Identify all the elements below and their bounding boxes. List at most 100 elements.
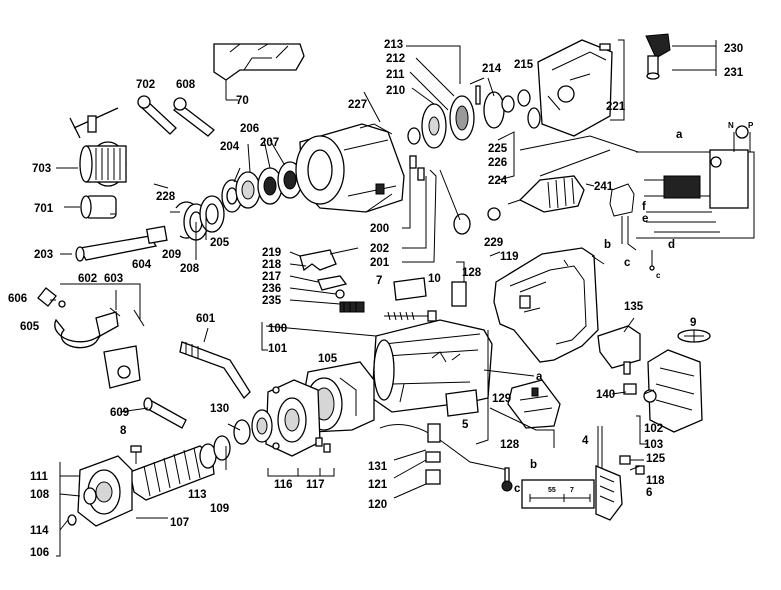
label-224: 224	[488, 175, 508, 187]
label-227: 227	[348, 99, 367, 111]
label-235: 235	[262, 295, 282, 307]
letter-P: P	[748, 121, 754, 130]
letter-a-mid: a	[536, 371, 543, 383]
symbol-9	[677, 329, 711, 343]
gears-210-211-212	[407, 77, 531, 149]
label-102: 102	[644, 423, 663, 435]
parts-219-235	[299, 247, 365, 313]
label-702: 702	[136, 79, 155, 91]
letter-labels: a a b b c c c d e f N P	[514, 121, 754, 495]
label-10: 10	[428, 273, 441, 285]
label-206: 206	[240, 123, 259, 135]
label-609: 609	[110, 407, 129, 419]
label-236: 236	[262, 283, 281, 295]
label-135: 135	[624, 301, 644, 313]
bearings-130	[233, 409, 273, 445]
letter-c-small: c	[656, 271, 661, 280]
label-9: 9	[690, 317, 696, 329]
label-229: 229	[484, 237, 503, 249]
label-119: 119	[500, 251, 519, 263]
plate-5	[445, 389, 479, 417]
label-5: 5	[462, 419, 469, 431]
letter-f: f	[642, 201, 646, 213]
label-plate-10	[393, 277, 427, 301]
label-101: 101	[268, 343, 288, 355]
letter-e: e	[642, 213, 648, 225]
label-215: 215	[514, 59, 534, 71]
rear-housing-102	[643, 349, 703, 433]
letter-N: N	[728, 121, 734, 130]
motor-housing-100	[371, 319, 493, 413]
label-128-bottom: 128	[500, 439, 520, 451]
side-handle-602	[37, 287, 145, 389]
label-120: 120	[368, 499, 387, 511]
label-105: 105	[318, 353, 338, 365]
label-8: 8	[120, 425, 127, 437]
brushes-117	[315, 437, 331, 453]
chuck-703	[79, 141, 127, 187]
label-200: 200	[370, 223, 389, 235]
label-703: 703	[32, 163, 51, 175]
label-214: 214	[482, 63, 502, 75]
letter-c-top: c	[624, 257, 631, 269]
label-225: 225	[488, 143, 508, 155]
aux-handle-4-6	[595, 426, 623, 521]
label-210: 210	[386, 85, 405, 97]
label-207: 207	[260, 137, 279, 149]
label-226: 226	[488, 157, 507, 169]
letter-a-top: a	[676, 129, 683, 141]
screw-8	[130, 445, 142, 464]
wiring-diagram	[609, 125, 755, 271]
circlips	[175, 195, 225, 241]
label-114: 114	[30, 525, 49, 537]
label-217: 217	[262, 271, 281, 283]
label-109: 109	[210, 503, 229, 515]
label-106: 106	[30, 547, 49, 559]
screw-7	[384, 310, 437, 322]
gear-housing-227	[295, 123, 405, 213]
label-606: 606	[8, 293, 27, 305]
thermometer-icon	[501, 467, 513, 492]
small-parts-200-202-201-229	[409, 155, 501, 235]
label-140: 140	[596, 389, 615, 401]
switch-128	[451, 251, 501, 307]
label-213: 213	[384, 39, 403, 51]
letter-d: d	[668, 239, 675, 251]
depth-stop-609	[143, 397, 187, 429]
label-113: 113	[188, 489, 207, 501]
label-211: 211	[386, 69, 405, 81]
fan-109	[213, 435, 231, 461]
label-107: 107	[170, 517, 189, 529]
bearings-204-206-207	[221, 161, 303, 213]
label-218: 218	[262, 259, 282, 271]
label-7b: 7	[570, 487, 574, 494]
letter-b-top: b	[604, 239, 611, 251]
label-221: 221	[606, 101, 626, 113]
fan-housing-111	[67, 455, 133, 527]
armature-113	[129, 437, 229, 501]
label-129: 129	[492, 393, 511, 405]
label-241: 241	[594, 181, 614, 193]
chuck-key-702	[69, 107, 119, 139]
handle-housing	[493, 247, 599, 363]
label-125: 125	[646, 453, 666, 465]
label-116: 116	[274, 479, 293, 491]
label-604: 604	[132, 259, 152, 271]
label-117: 117	[306, 479, 325, 491]
intermediate-housing-221	[527, 39, 613, 137]
label-7: 7	[376, 275, 382, 287]
label-228: 228	[156, 191, 176, 203]
label-203: 203	[34, 249, 53, 261]
depth-gauge	[521, 479, 595, 509]
label-603: 603	[104, 273, 123, 285]
label-230: 230	[724, 43, 743, 55]
label-212: 212	[386, 53, 405, 65]
label-4: 4	[582, 435, 589, 447]
label-111: 111	[30, 471, 49, 483]
part-labels: 70 702 608 703 701 203 228 209 208 205 2…	[8, 39, 744, 559]
label-601: 601	[196, 313, 216, 325]
label-701: 701	[34, 203, 54, 215]
label-205: 205	[210, 237, 230, 249]
